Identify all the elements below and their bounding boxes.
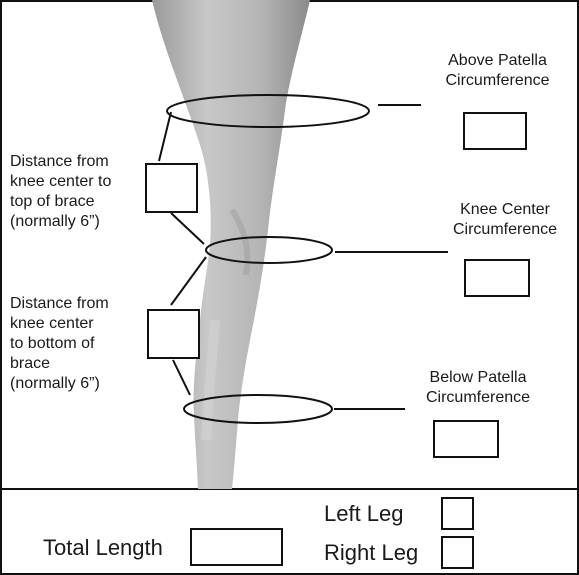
left-leg-checkbox[interactable] (441, 497, 474, 530)
knee-center-label: Knee Center Circumference (440, 200, 570, 240)
above-patella-label: Above Patella Circumference (420, 51, 575, 91)
below-patella-label: Below Patella Circumference (388, 368, 568, 408)
right-leg-checkbox[interactable] (441, 536, 474, 569)
left-leg-label: Left Leg (324, 501, 404, 527)
distance-bottom-input[interactable] (147, 309, 200, 359)
knee-center-input[interactable] (464, 259, 530, 297)
distance-bottom-label: Distance from knee center to bottom of b… (10, 294, 150, 394)
top-bracket-upper (159, 112, 171, 161)
below-patella-input[interactable] (433, 420, 499, 458)
bottom-bracket-lower (173, 360, 190, 395)
top-bracket-lower (171, 213, 204, 244)
total-length-label: Total Length (43, 535, 163, 561)
right-leg-label: Right Leg (324, 540, 418, 566)
total-length-input[interactable] (190, 528, 283, 566)
above-patella-input[interactable] (463, 112, 527, 150)
bottom-bracket-upper (171, 257, 206, 305)
distance-top-input[interactable] (145, 163, 198, 213)
leg-silhouette (152, 0, 310, 489)
distance-top-label: Distance from knee center to top of brac… (10, 152, 150, 232)
